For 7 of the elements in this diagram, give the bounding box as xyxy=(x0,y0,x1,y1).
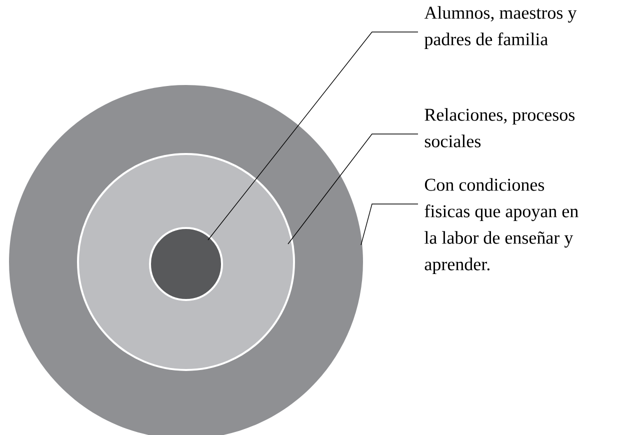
callout-text: Con condiciones fisicas que apoyan en la labor de enseñar y aprender. xyxy=(424,178,578,274)
callout-text: Relaciones, procesos sociales xyxy=(424,108,575,148)
callout-text: Alumnos, maestros y padres de familia xyxy=(424,6,577,49)
leader-line xyxy=(208,32,418,240)
leader-line xyxy=(288,134,418,244)
ring-circle xyxy=(149,227,223,301)
leader-line xyxy=(360,204,418,246)
